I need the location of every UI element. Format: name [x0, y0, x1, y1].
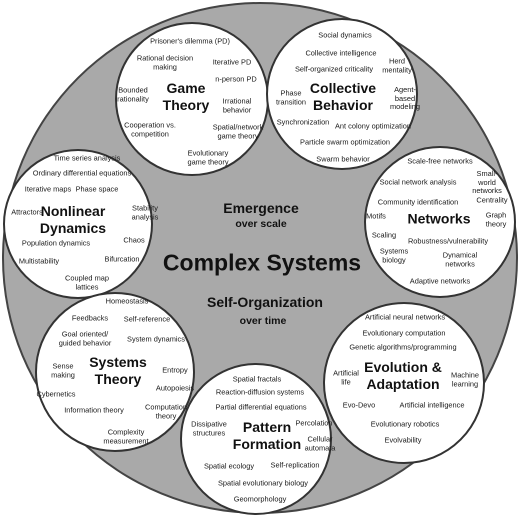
topic-label: Cybernetics: [36, 389, 76, 399]
cluster-title-game-theory: Game Theory: [162, 80, 210, 113]
topic-label: Entropy: [162, 365, 188, 375]
topic-label: Artificial life: [333, 368, 359, 386]
topic-label: Herd mentality: [382, 56, 412, 74]
topic-label: Self-replication: [270, 460, 320, 470]
topic-label: Evolutionary game theory: [187, 148, 229, 166]
topic-label: Artificial neural networks: [364, 312, 446, 322]
topic-label: Synchronization: [276, 117, 330, 127]
topic-label: Iterative maps: [24, 184, 72, 194]
topic-label: Centrality: [476, 195, 508, 205]
topic-label: Bounded rationality: [117, 85, 149, 103]
cluster-nonlinear-dynamics: [3, 149, 153, 299]
topic-label: Time series analysis: [53, 153, 121, 163]
topic-label: Robustness/vulnerability: [407, 236, 489, 246]
topic-label: Self-organized criticality: [294, 64, 374, 74]
cluster-systems-theory: [35, 292, 195, 452]
cluster-title-networks: Networks: [407, 210, 471, 227]
cluster-game-theory: [115, 22, 269, 176]
topic-label: Sense making: [51, 361, 75, 379]
cluster-evolution-adaptation: [323, 302, 485, 464]
topic-label: Spatial evolutionary biology: [218, 478, 308, 488]
self-organization-label: Self-Organization: [207, 294, 323, 310]
topic-label: Complexity measurement: [103, 427, 149, 445]
topic-label: Phase space: [75, 184, 119, 194]
topic-label: n-person PD: [215, 74, 257, 84]
topic-label: Social dynamics: [318, 30, 372, 40]
topic-label: Motifs: [366, 211, 386, 221]
topic-label: Adaptive networks: [409, 276, 471, 286]
topic-label: Computation theory: [145, 402, 187, 420]
topic-label: Rational decision making: [136, 53, 194, 71]
topic-label: Self-reference: [123, 314, 171, 324]
cluster-networks: [364, 146, 516, 298]
topic-label: Multistability: [18, 256, 60, 266]
topic-label: Phase transition: [276, 88, 306, 106]
topic-label: Evolvability: [384, 435, 422, 445]
emergence-sub-label: over scale: [235, 218, 287, 230]
cluster-title-evolution-adaptation: Evolution & Adaptation: [364, 359, 442, 392]
complex-systems-title: Complex Systems: [162, 249, 362, 276]
topic-label: Partial differential equations: [215, 402, 307, 412]
topic-label: Autopoiesis: [155, 383, 195, 393]
cluster-title-nonlinear-dynamics: Nonlinear Dynamics: [39, 203, 107, 236]
cluster-collective-behavior: [266, 18, 418, 170]
topic-label: Evolutionary robotics: [370, 419, 440, 429]
topic-label: Geomorphology: [233, 494, 287, 504]
topic-label: Ordinary differential equations: [32, 168, 132, 178]
cluster-title-systems-theory: Systems Theory: [89, 354, 147, 387]
topic-label: Evo-Devo: [342, 400, 376, 410]
topic-label: Reaction-diffusion systems: [215, 387, 305, 397]
topic-label: Artificial intelligence: [399, 400, 465, 410]
topic-label: Feedbacks: [71, 313, 109, 323]
topic-label: Coupled map lattices: [65, 273, 109, 291]
cluster-title-pattern-formation: Pattern Formation: [232, 419, 302, 452]
topic-label: Population dynamics: [21, 238, 91, 248]
topic-label: Systems biology: [379, 246, 409, 264]
topic-label: Particle swarm optimization: [300, 137, 390, 147]
topic-label: Iterative PD: [212, 57, 252, 67]
topic-label: Agent- based modeling: [390, 85, 420, 112]
topic-label: Genetic algorithms/programming: [349, 342, 457, 352]
topic-label: Machine learning: [451, 370, 479, 388]
topic-label: Dynamical networks: [442, 250, 478, 268]
self-organization-sub-label: over time: [239, 315, 287, 327]
topic-label: Cooperation vs. competition: [124, 120, 176, 138]
topic-label: Spatial ecology: [203, 461, 255, 471]
topic-label: Stability analysis: [131, 203, 159, 221]
topic-label: Swarm behavior: [316, 154, 370, 164]
cluster-title-collective-behavior: Collective Behavior: [309, 80, 377, 113]
topic-label: Information theory: [64, 405, 124, 415]
topic-label: Ant colony optimization: [335, 121, 411, 131]
topic-label: System dynamics: [127, 334, 185, 344]
topic-label: Percolation: [295, 418, 333, 428]
topic-label: Scale-free networks: [407, 156, 473, 166]
topic-label: Spatial/network game theory: [212, 122, 264, 140]
topic-label: Small-world networks: [472, 169, 502, 196]
topic-label: Bifurcation: [104, 254, 140, 264]
topic-label: Irrational behavior: [222, 96, 252, 114]
topic-label: Scaling: [371, 230, 397, 240]
emergence-label: Emergence: [223, 200, 299, 216]
topic-label: Social network analysis: [379, 177, 457, 187]
topic-label: Evolutionary computation: [362, 328, 446, 338]
topic-label: Community identification: [377, 197, 459, 207]
topic-label: Goal oriented/ guided behavior: [58, 329, 112, 347]
topic-label: Prisoner's dilemma (PD): [150, 36, 230, 46]
topic-label: Collective intelligence: [305, 48, 377, 58]
topic-label: Graph theory: [485, 210, 507, 228]
topic-label: Cellular automata: [304, 434, 336, 452]
topic-label: Homeostasis: [105, 296, 149, 306]
topic-label: Dissipative structures: [191, 419, 227, 437]
topic-label: Spatial fractals: [232, 374, 282, 384]
topic-label: Chaos: [123, 235, 145, 245]
cluster-pattern-formation: [180, 363, 332, 515]
topic-label: Attractors: [11, 207, 43, 217]
